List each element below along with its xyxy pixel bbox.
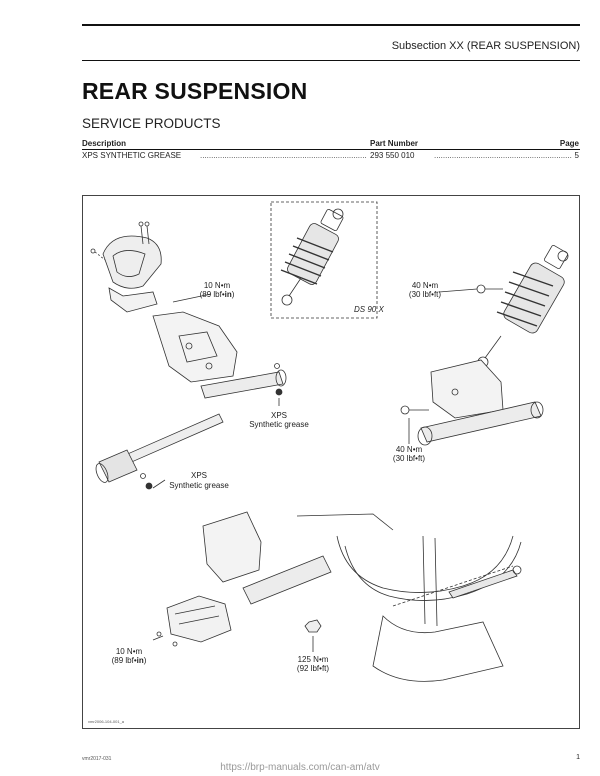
- column-header-description: Description: [82, 139, 127, 148]
- torque-label: 125 N•m: [298, 655, 329, 664]
- product-description: XPS SYNTHETIC GREASE: [82, 151, 182, 160]
- figure-code: vmr2006-104-001_a: [88, 719, 125, 724]
- grease-label: XPS: [191, 471, 207, 480]
- shock-absorber-icon: [477, 245, 569, 368]
- header-divider: [82, 60, 580, 61]
- document-code: vmr2017-031: [82, 756, 112, 762]
- grease-label: Synthetic grease: [169, 481, 229, 490]
- shock-inset-box: [270, 201, 378, 319]
- column-header-page: Page: [559, 139, 579, 148]
- header-rule: [82, 24, 580, 26]
- source-url-link[interactable]: https://brp-manuals.com/can-am/atv: [220, 762, 380, 773]
- service-products-header-row: Description Part Number Page: [82, 138, 580, 150]
- rear-arm-right-icon: [417, 359, 544, 446]
- nut-icon: [304, 619, 322, 633]
- exploded-view-figure: DS 90 X 10 N•m (89 lbf•in) 40 N•m (30 lb…: [82, 195, 580, 729]
- inset-model-label: DS 90 X: [354, 305, 384, 314]
- page-title: REAR SUSPENSION: [82, 78, 308, 104]
- section-title: SERVICE PRODUCTS: [82, 116, 221, 131]
- torque-label: (92 lbf•ft): [297, 664, 329, 673]
- product-page: 5: [574, 151, 579, 160]
- torque-label: 40 N•m: [412, 281, 439, 290]
- leader-dots: ........................................…: [200, 151, 366, 160]
- torque-label: (89 lbf•in): [200, 290, 235, 299]
- rear-suspension-illustration: DS 90 X 10 N•m (89 lbf•in) 40 N•m (30 lb…: [90, 201, 569, 682]
- torque-label: (30 lbf•ft): [393, 454, 425, 463]
- service-products-table: Description Part Number Page XPS SYNTHET…: [82, 138, 580, 161]
- grease-point-icon: [275, 388, 283, 396]
- pivot-shaft-icon: [95, 363, 280, 483]
- torque-label: 10 N•m: [204, 281, 231, 290]
- leader-dots: ........................................…: [434, 151, 572, 160]
- bolt-icon: [476, 284, 503, 294]
- grease-point-icon: [145, 482, 153, 490]
- grease-label: Synthetic grease: [249, 420, 309, 429]
- upper-mount-bracket-icon: [90, 221, 162, 313]
- torque-label: (30 lbf•ft): [409, 290, 441, 299]
- bolt-icon: [400, 405, 429, 415]
- subsection-header: Subsection XX (REAR SUSPENSION): [391, 40, 580, 52]
- torque-label: 40 N•m: [396, 445, 423, 454]
- grease-label: XPS: [271, 411, 287, 420]
- product-part-number: 293 550 010: [370, 151, 415, 160]
- table-row: XPS SYNTHETIC GREASE ...................…: [82, 150, 580, 161]
- column-header-part-number: Part Number: [370, 139, 419, 148]
- rear-arm-left-icon: [152, 311, 287, 399]
- shock-absorber-inset-icon: [280, 208, 344, 306]
- frame-assembly-icon: [202, 511, 522, 682]
- skid-plate-icon: [156, 595, 232, 647]
- page-number: 1: [576, 754, 580, 761]
- torque-label: (89 lbf•in): [112, 656, 147, 665]
- torque-label: 10 N•m: [116, 647, 143, 656]
